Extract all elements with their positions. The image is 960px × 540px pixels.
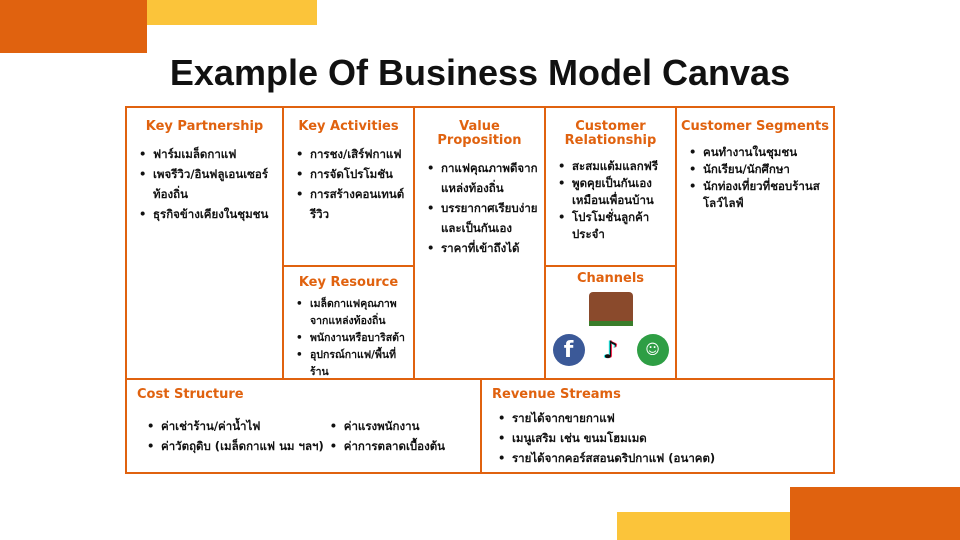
value-proposition-cell: Value Proposition กาแฟคุณภาพดีจากแหล่งท้…: [413, 106, 546, 380]
customer-segments-heading: Customer Segments: [680, 119, 830, 134]
list-item: การสร้างคอนเทนต์รีวิว: [294, 184, 409, 224]
list-item: พนักงานหรือบาริสต้า: [294, 330, 409, 347]
list-item: โปรโมชั่นลูกค้าประจำ: [556, 209, 671, 243]
customer-segments-cell: Customer Segments คนทำงานในชุมชนนักเรียน…: [675, 106, 835, 380]
facebook-icon: f: [552, 334, 585, 366]
list-item: นักเรียน/นักศึกษา: [687, 161, 829, 178]
list-item: การชง/เสิร์ฟกาแฟ: [294, 144, 409, 164]
list-item: รายได้จากขายกาแฟ: [496, 408, 829, 428]
decor-orange-top: [0, 0, 147, 53]
list-item: สะสมแต้มแลกฟรี: [556, 158, 671, 175]
list-item: พูดคุยเป็นกันเองเหมือนเพื่อนบ้าน: [556, 175, 671, 209]
key-activities-heading: Key Activities: [298, 119, 399, 134]
list-item: ฟาร์มเมล็ดกาแฟ: [137, 144, 278, 164]
list-item: ธุรกิจข้างเคียงในชุมชน: [137, 204, 278, 224]
cost-structure-heading: Cost Structure: [137, 387, 244, 402]
list-item: ราคาที่เข้าถึงได้: [425, 238, 540, 258]
list-item: การจัดโปรโมชัน: [294, 164, 409, 184]
key-partnership-heading: Key Partnership: [145, 119, 264, 134]
decor-yellow-top: [147, 0, 317, 25]
channels-heading: Channels: [576, 271, 645, 286]
list-item: เมล็ดกาแฟคุณภาพจากแหล่งท้องถิ่น: [294, 296, 409, 330]
list-item: เพจรีวิว/อินฟลูเอนเซอร์ท้องถิ่น: [137, 164, 278, 204]
tiktok-icon: ♪: [602, 336, 619, 364]
list-item: ค่าเช่าร้าน/ค่าน้ำไฟ: [145, 416, 324, 436]
coffee-shop-icon: [588, 292, 633, 326]
list-item: กาแฟคุณภาพดีจากแหล่งท้องถิ่น: [425, 158, 540, 198]
list-item: ค่าแรงพนักงาน: [328, 416, 445, 436]
list-item: บรรยากาศเรียบง่ายและเป็นกันเอง: [425, 198, 540, 238]
decor-yellow-bottom: [617, 512, 790, 540]
value-proposition-heading: Value Proposition: [437, 119, 522, 148]
list-item: รายได้จากคอร์สสอนดริปกาแฟ (อนาคต): [496, 448, 829, 468]
list-item: อุปกรณ์กาแฟ/พื้นที่ร้าน: [294, 347, 409, 381]
list-item: ค่าการตลาดเบื้องต้น: [328, 436, 445, 456]
customer-relationship-heading: Customer Relationship: [564, 119, 657, 148]
decor-orange-bottom: [790, 487, 960, 540]
key-resource-heading: Key Resource: [298, 275, 399, 290]
revenue-streams-cell: Revenue Streams รายได้จากขายกาแฟเมนูเสริ…: [480, 378, 835, 474]
list-item: เมนูเสริม เช่น ขนมโฮมเมด: [496, 428, 829, 448]
key-partnership-cell: Key Partnership ฟาร์มเมล็ดกาแฟเพจรีวิว/อ…: [125, 106, 284, 380]
key-activities-cell: Key Activities การชง/เสิร์ฟกาแฟการจัดโปร…: [282, 106, 415, 267]
page-title: Example Of Business Model Canvas: [169, 52, 791, 93]
revenue-streams-heading: Revenue Streams: [492, 387, 621, 402]
cost-structure-cell: Cost Structure ค่าเช่าร้าน/ค่าน้ำไฟค่าวั…: [125, 378, 482, 474]
list-item: นักท่องเที่ยวที่ชอบร้านสโลว์ไลฟ์: [687, 178, 829, 212]
key-resource-cell: Key Resource เมล็ดกาแฟคุณภาพจากแหล่งท้อง…: [282, 265, 415, 380]
list-item: คนทำงานในชุมชน: [687, 144, 829, 161]
list-item: ค่าวัตถุดิบ (เมล็ดกาแฟ นม ฯลฯ): [145, 436, 324, 456]
customer-relationship-cell: Customer Relationship สะสมแต้มแลกฟรีพูดค…: [544, 106, 677, 267]
channels-cell: Channels f ♪ ☺: [544, 265, 677, 380]
delivery-rider-icon: ☺: [636, 334, 669, 366]
